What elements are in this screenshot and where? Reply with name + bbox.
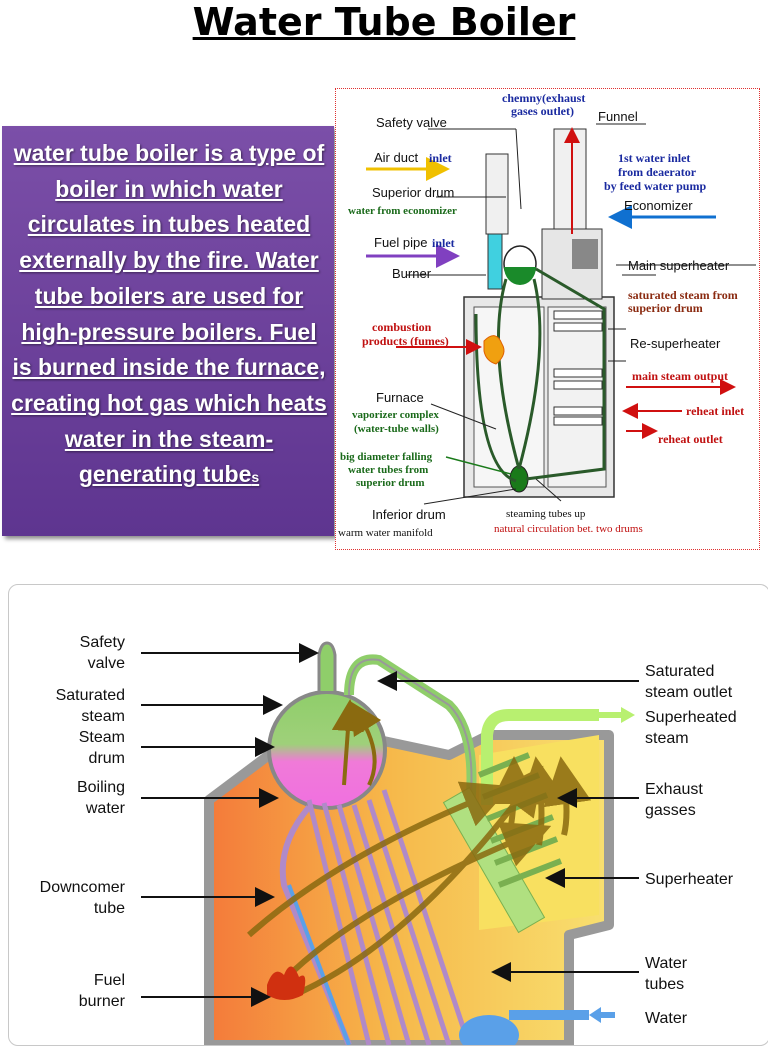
- water-tubes: [306, 789, 472, 1045]
- description-suffix: s: [251, 469, 260, 486]
- label-funnel: Funnel: [598, 109, 638, 124]
- label-steaming-tubes: steaming tubes up: [506, 508, 586, 520]
- label-warm-water: warm water manifold: [338, 527, 433, 539]
- label-fuel-1: Fuel: [94, 972, 125, 989]
- label-downcomer-1: Downcomer: [40, 879, 126, 896]
- label-first-water-1: 1st water inlet: [618, 151, 690, 165]
- label-first-water-3: by feed water pump: [604, 179, 706, 193]
- label-reheat-inlet: reheat inlet: [686, 404, 744, 418]
- superheater-coils: [553, 310, 603, 426]
- label-burner: Burner: [392, 266, 432, 281]
- chimney: [553, 128, 587, 230]
- flame-icon: [483, 335, 505, 365]
- downcomer-tube: [279, 805, 352, 1045]
- label-main-superheater: Main superheater: [628, 258, 730, 273]
- boiler-schematic-panel: Safety valve Saturated steam Steam drum …: [8, 584, 768, 1046]
- label-saturated-2: superior drum: [628, 301, 703, 315]
- label-steam-drum-1: Steam: [79, 729, 125, 746]
- water-tube-blue: [287, 884, 351, 1045]
- hot-gas-paths: [247, 756, 592, 998]
- falling-tube-right: [517, 278, 542, 470]
- superheated-steam-pipe: [481, 709, 599, 805]
- label-water-tubes-1: Water: [645, 955, 688, 972]
- label-boiling-2: water: [85, 800, 126, 817]
- label-water: Water: [645, 1010, 688, 1027]
- page-title: Water Tube Boiler: [192, 0, 576, 44]
- label-downcomer-2: tube: [94, 900, 125, 917]
- water-inlet-pipe: [509, 1010, 589, 1020]
- description-main: water tube boiler is a type of boiler in…: [11, 140, 327, 488]
- label-safety-1: Safety: [80, 634, 125, 651]
- burner-flame-icon: [267, 966, 306, 1000]
- label-air-duct: Air duct: [374, 150, 418, 165]
- label-economizer: Economizer: [624, 198, 693, 213]
- label-superheater: Superheater: [645, 871, 734, 888]
- superheater-chamber: [547, 306, 607, 488]
- label-reheat-outlet: reheat outlet: [658, 432, 723, 446]
- label-chimney-1: chemny(exhaust: [502, 91, 585, 105]
- leader-lines: [406, 123, 756, 505]
- label-inferior-drum: Inferior drum: [372, 507, 446, 522]
- description-text: water tube boiler is a type of boiler in…: [10, 136, 328, 496]
- label-natural-circulation: natural circulation bet. two drums: [494, 523, 643, 535]
- label-main-steam-output: main steam output: [632, 369, 728, 383]
- label-sat-outlet-2: steam outlet: [645, 684, 733, 701]
- label-falling-3: superior drum: [356, 477, 425, 489]
- label-re-superheater: Re-superheater: [630, 336, 721, 351]
- furnace-chamber: [473, 306, 545, 488]
- air-duct: [485, 153, 509, 235]
- boiler-schematic-svg: Safety valve Saturated steam Steam drum …: [40, 634, 737, 1045]
- description-box: water tube boiler is a type of boiler in…: [2, 126, 334, 536]
- label-steam-drum-2: drum: [89, 750, 125, 767]
- label-sat-outlet-1: Saturated: [645, 663, 714, 680]
- economizer-coils: [572, 239, 598, 269]
- steam-drum: [267, 690, 387, 810]
- label-vaporizer-2: (water-tube walls): [354, 423, 439, 435]
- label-superheated-1: Superheated: [645, 709, 737, 726]
- label-saturated-steam-1: Saturated: [56, 687, 125, 704]
- label-falling-2: water tubes from: [348, 464, 428, 476]
- burner-pipe: [487, 233, 503, 290]
- drum-arrow-curve: [350, 701, 382, 786]
- label-saturated-1: saturated steam from: [628, 288, 738, 302]
- label-combustion-1: combustion: [372, 320, 432, 334]
- label-combustion-2: products (fumes): [362, 334, 449, 348]
- label-safety-2: valve: [88, 655, 125, 672]
- label-first-water-2: from deaerator: [618, 165, 697, 179]
- label-superheated-2: steam: [645, 730, 689, 747]
- label-falling-1: big diameter falling: [340, 451, 433, 463]
- label-furnace: Furnace: [376, 390, 424, 405]
- safety-valve-icon: [317, 641, 337, 691]
- drum-arrow-up: [331, 699, 364, 786]
- boiler-cross-section-svg: Safety valve chemny(exhaust gases outlet…: [338, 91, 756, 539]
- label-boiling-1: Boiling: [77, 779, 125, 796]
- label-chimney-2: gases outlet): [511, 104, 574, 118]
- label-air-duct-inlet: inlet: [429, 151, 452, 165]
- label-superior-drum: Superior drum: [372, 185, 454, 200]
- superior-drum-water: [504, 267, 536, 285]
- steaming-tube-loop: [525, 267, 606, 481]
- label-safety-valve: Safety valve: [376, 115, 447, 130]
- falling-tubes-leader: [445, 456, 512, 475]
- label-fuel-pipe: Fuel pipe: [374, 235, 427, 250]
- superheated-arrow-head: [621, 707, 635, 723]
- label-fuel-pipe-inlet: inlet: [432, 236, 455, 250]
- label-water-from-economizer: water from economizer: [348, 205, 457, 217]
- label-vaporizer-1: vaporizer complex: [352, 409, 439, 421]
- label-exhaust-1: Exhaust: [645, 781, 703, 798]
- boiler-cross-section-diagram: Safety valve chemny(exhaust gases outlet…: [335, 88, 760, 550]
- water-arrow-head: [589, 1007, 601, 1023]
- saturated-steam-pipe-outline: [348, 658, 473, 816]
- leader-arrows: [141, 643, 639, 1007]
- label-saturated-steam-2: steam: [81, 708, 125, 725]
- label-water-tubes-2: tubes: [645, 976, 684, 993]
- label-fuel-2: burner: [79, 993, 126, 1010]
- label-exhaust-2: gasses: [645, 802, 696, 819]
